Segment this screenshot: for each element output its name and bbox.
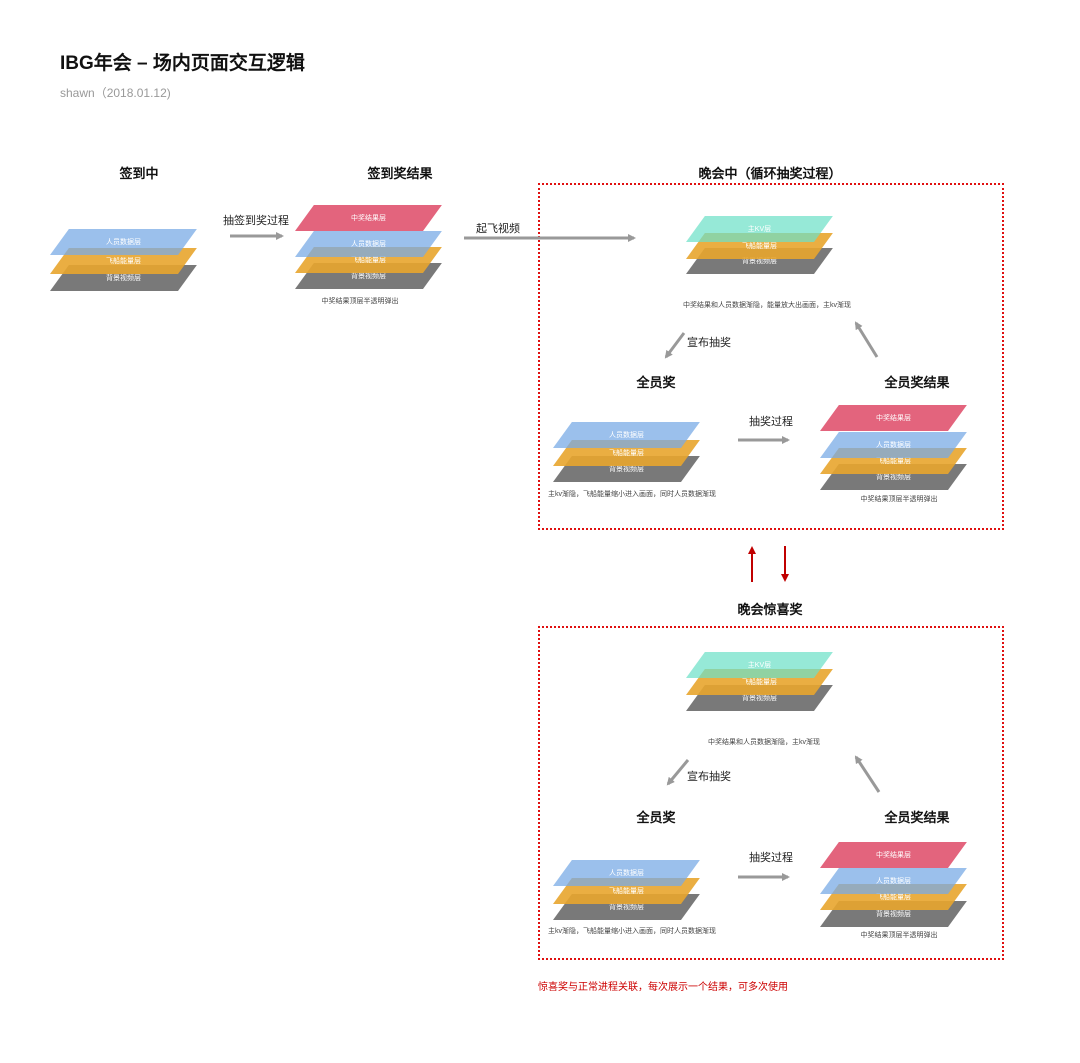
node-all-prize-1: 全员奖 — [636, 375, 676, 390]
layer-people: 人员数据层 — [50, 229, 197, 255]
edge-label-announce-2: 宣布抽奖 — [687, 771, 731, 783]
caption-surprise-kv: 中奖结果和人员数据渐隐，主kv渐现 — [708, 739, 820, 746]
arrow-announce-1 — [664, 332, 686, 359]
page-title: IBG年会 – 场内页面交互逻辑 — [60, 53, 305, 74]
layer-stack-checkin: 背景视频层 飞船能量层 人员数据层 — [50, 208, 218, 308]
node-all-prize-result-1: 全员奖结果 — [884, 375, 950, 390]
layer-label: 飞船能量层 — [741, 243, 777, 250]
caption-surprise-all: 主kv渐隐，飞船能量缩小进入画面，同时人员数据渐现 — [548, 928, 716, 935]
node-all-prize-result-2: 全员奖结果 — [884, 810, 950, 825]
layer-stack-surprise-result: 背景视频层 飞船能量层 人员数据层 中奖结果层 — [820, 826, 988, 927]
layer-winner: 中奖结果层 — [820, 842, 967, 868]
layer-label: 主KV层 — [747, 226, 772, 233]
edge-label-draw-2: 抽奖过程 — [749, 852, 793, 864]
layer-main-kv: 主KV层 — [686, 652, 833, 678]
arrow-return-1 — [854, 321, 879, 358]
layer-stack-gala-all: 背景视频层 飞船能量层 人员数据层 — [553, 398, 721, 498]
edge-label-draw-checkin: 抽签到奖过程 — [223, 215, 289, 227]
layer-stack-surprise-kv: 背景视频层 飞船能量层 主KV层 — [686, 640, 854, 740]
caption-checkin-result: 中奖结果顶层半透明弹出 — [321, 298, 399, 305]
layer-label: 主KV层 — [747, 662, 772, 669]
layer-label: 背景视频层 — [875, 911, 911, 918]
layer-label: 背景视频层 — [105, 275, 141, 282]
layer-label: 中奖结果层 — [350, 215, 386, 222]
layer-main-kv: 主KV层 — [686, 216, 833, 242]
layer-label: 人员数据层 — [608, 870, 644, 877]
arrow-return-2 — [854, 755, 881, 793]
layer-stack-gala-kv: 背景视频层 飞船能量层 主KV层 — [686, 204, 854, 304]
surprise-loop-frame — [538, 626, 1004, 960]
layer-label: 飞船能量层 — [608, 888, 644, 895]
layer-label: 飞船能量层 — [105, 258, 141, 265]
footer-note: 惊喜奖与正常进程关联，每次展示一个结果，可多次使用 — [538, 982, 788, 993]
section-checkin-heading: 签到中 — [119, 166, 159, 181]
layer-label: 中奖结果层 — [875, 852, 911, 859]
edge-label-announce-1: 宣布抽奖 — [687, 337, 731, 349]
page-subtitle: shawn（2018.01.12) — [60, 86, 171, 100]
layer-label: 人员数据层 — [105, 239, 141, 246]
section-gala-heading: 晚会中（循环抽奖过程） — [698, 166, 842, 181]
layer-winner: 中奖结果层 — [820, 405, 967, 431]
layer-winner: 中奖结果层 — [295, 205, 442, 231]
layer-label: 人员数据层 — [875, 878, 911, 885]
layer-people: 人员数据层 — [553, 860, 700, 886]
edge-label-draw-1: 抽奖过程 — [749, 416, 793, 428]
node-all-prize-2: 全员奖 — [636, 810, 676, 825]
layer-label: 人员数据层 — [875, 442, 911, 449]
gala-loop-frame — [538, 183, 1004, 530]
layer-people: 人员数据层 — [820, 432, 967, 458]
caption-surprise-result: 中奖结果顶层半透明弹出 — [860, 932, 938, 939]
section-surprise-heading: 晚会惊喜奖 — [737, 602, 803, 617]
layer-people: 人员数据层 — [295, 231, 442, 257]
caption-gala-kv: 中奖结果和人员数据渐隐，能量放大出画面，主kv渐现 — [683, 302, 851, 309]
layer-label: 飞船能量层 — [741, 679, 777, 686]
layer-stack-surprise-all: 背景视频层 飞船能量层 人员数据层 — [553, 836, 721, 936]
layer-label: 人员数据层 — [350, 241, 386, 248]
section-checkin-result-heading: 签到奖结果 — [367, 166, 433, 181]
caption-gala-all: 主kv渐隐，飞船能量缩小进入画面，同时人员数据渐现 — [548, 491, 716, 498]
layer-people: 人员数据层 — [553, 422, 700, 448]
layer-label: 飞船能量层 — [608, 450, 644, 457]
layer-stack-gala-result: 背景视频层 飞船能量层 人员数据层 中奖结果层 — [820, 390, 988, 490]
layer-label: 中奖结果层 — [875, 415, 911, 422]
layer-label: 人员数据层 — [608, 432, 644, 439]
arrow-announce-2 — [666, 759, 690, 786]
layer-stack-checkin-result: 背景视频层 飞船能量层 人员数据层 中奖结果层 — [295, 192, 463, 292]
layer-people: 人员数据层 — [820, 868, 967, 894]
caption-gala-result: 中奖结果顶层半透明弹出 — [860, 496, 938, 503]
edge-label-fly-video: 起飞视频 — [476, 223, 520, 235]
